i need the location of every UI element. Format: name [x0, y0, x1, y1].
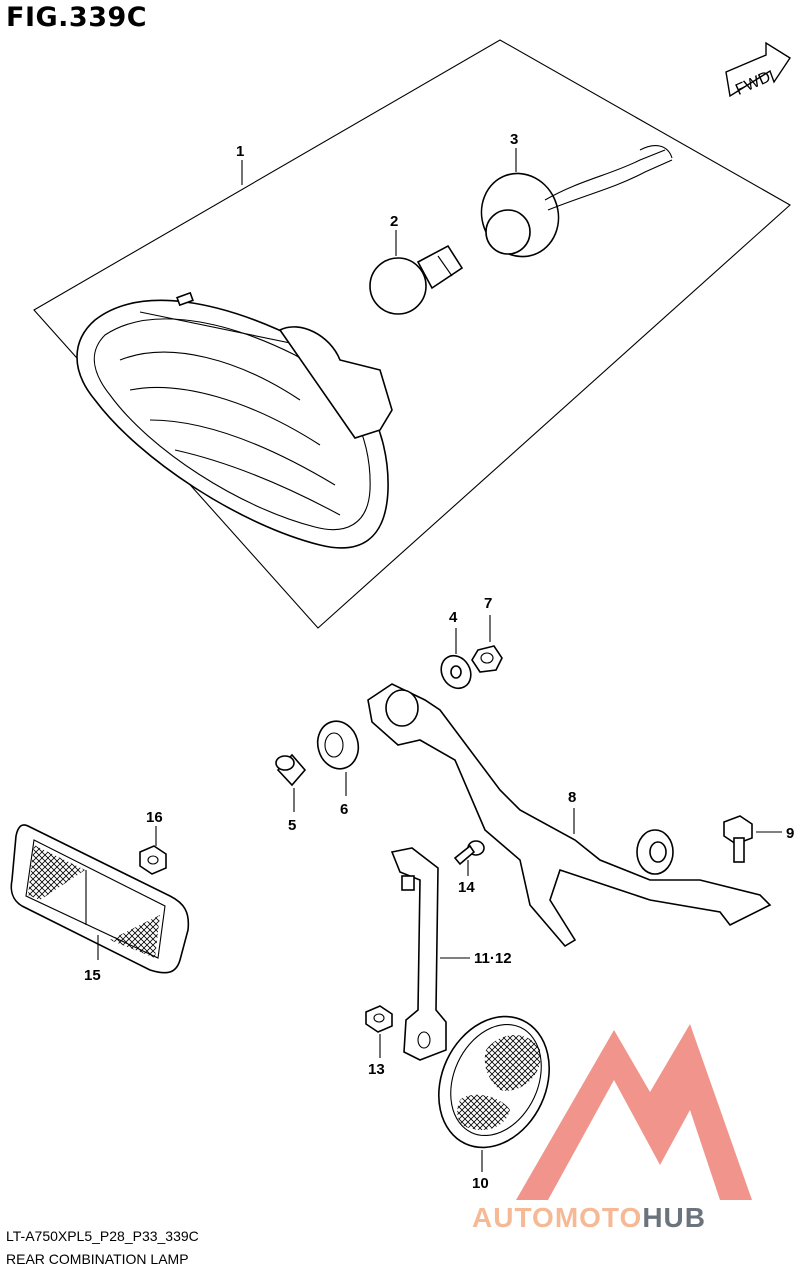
callout-14: 14 — [458, 879, 475, 896]
assembly-frame — [33, 39, 791, 629]
rectangular-reflector[interactable] — [10, 824, 190, 974]
callout-6: 6 — [340, 801, 348, 818]
callout-15: 15 — [84, 967, 101, 984]
callout-3: 3 — [510, 131, 518, 148]
watermark-text-auto: AUTOMOTO — [472, 1202, 642, 1233]
bolt[interactable] — [723, 815, 782, 863]
watermark: AUTOMOTOHUB — [472, 1024, 752, 1233]
callout-1: 1 — [236, 143, 244, 160]
callout-7: 7 — [484, 595, 492, 612]
forward-arrow-icon — [725, 41, 791, 98]
reflector-nut[interactable] — [139, 826, 167, 875]
lamp-bracket[interactable] — [367, 683, 772, 948]
collar[interactable] — [275, 753, 307, 812]
nut[interactable] — [471, 615, 503, 673]
callout-5: 5 — [288, 817, 296, 834]
bulb-socket[interactable] — [470, 145, 673, 268]
rear-combination-lamp[interactable] — [76, 291, 393, 549]
footer-code: LT-A750XPL5_P28_P33_339C — [6, 1228, 199, 1244]
figure-title: FIG.339C — [6, 2, 148, 33]
svg-text:AUTOMOTOHUB: AUTOMOTOHUB — [472, 1202, 706, 1233]
callout-16: 16 — [146, 809, 163, 826]
callout-10: 10 — [472, 1175, 489, 1192]
flange-nut[interactable] — [365, 1005, 393, 1058]
callout-8: 8 — [568, 789, 576, 806]
bulb[interactable] — [369, 244, 464, 315]
callout-2: 2 — [390, 213, 398, 230]
fwd-badge: FWD — [725, 41, 791, 99]
washer[interactable] — [435, 628, 476, 694]
triangle-logo-icon — [516, 1024, 752, 1200]
callout-9: 9 — [786, 825, 794, 842]
callout-11-12: 11·12 — [474, 950, 512, 967]
callout-4: 4 — [449, 609, 458, 626]
screw[interactable] — [453, 840, 485, 876]
reflector-bracket[interactable] — [390, 847, 470, 1061]
watermark-text-hub: HUB — [642, 1202, 706, 1233]
grommet[interactable] — [312, 717, 363, 796]
footer-name: REAR COMBINATION LAMP — [6, 1251, 189, 1267]
round-reflector[interactable] — [418, 998, 570, 1172]
callout-13: 13 — [368, 1061, 385, 1078]
